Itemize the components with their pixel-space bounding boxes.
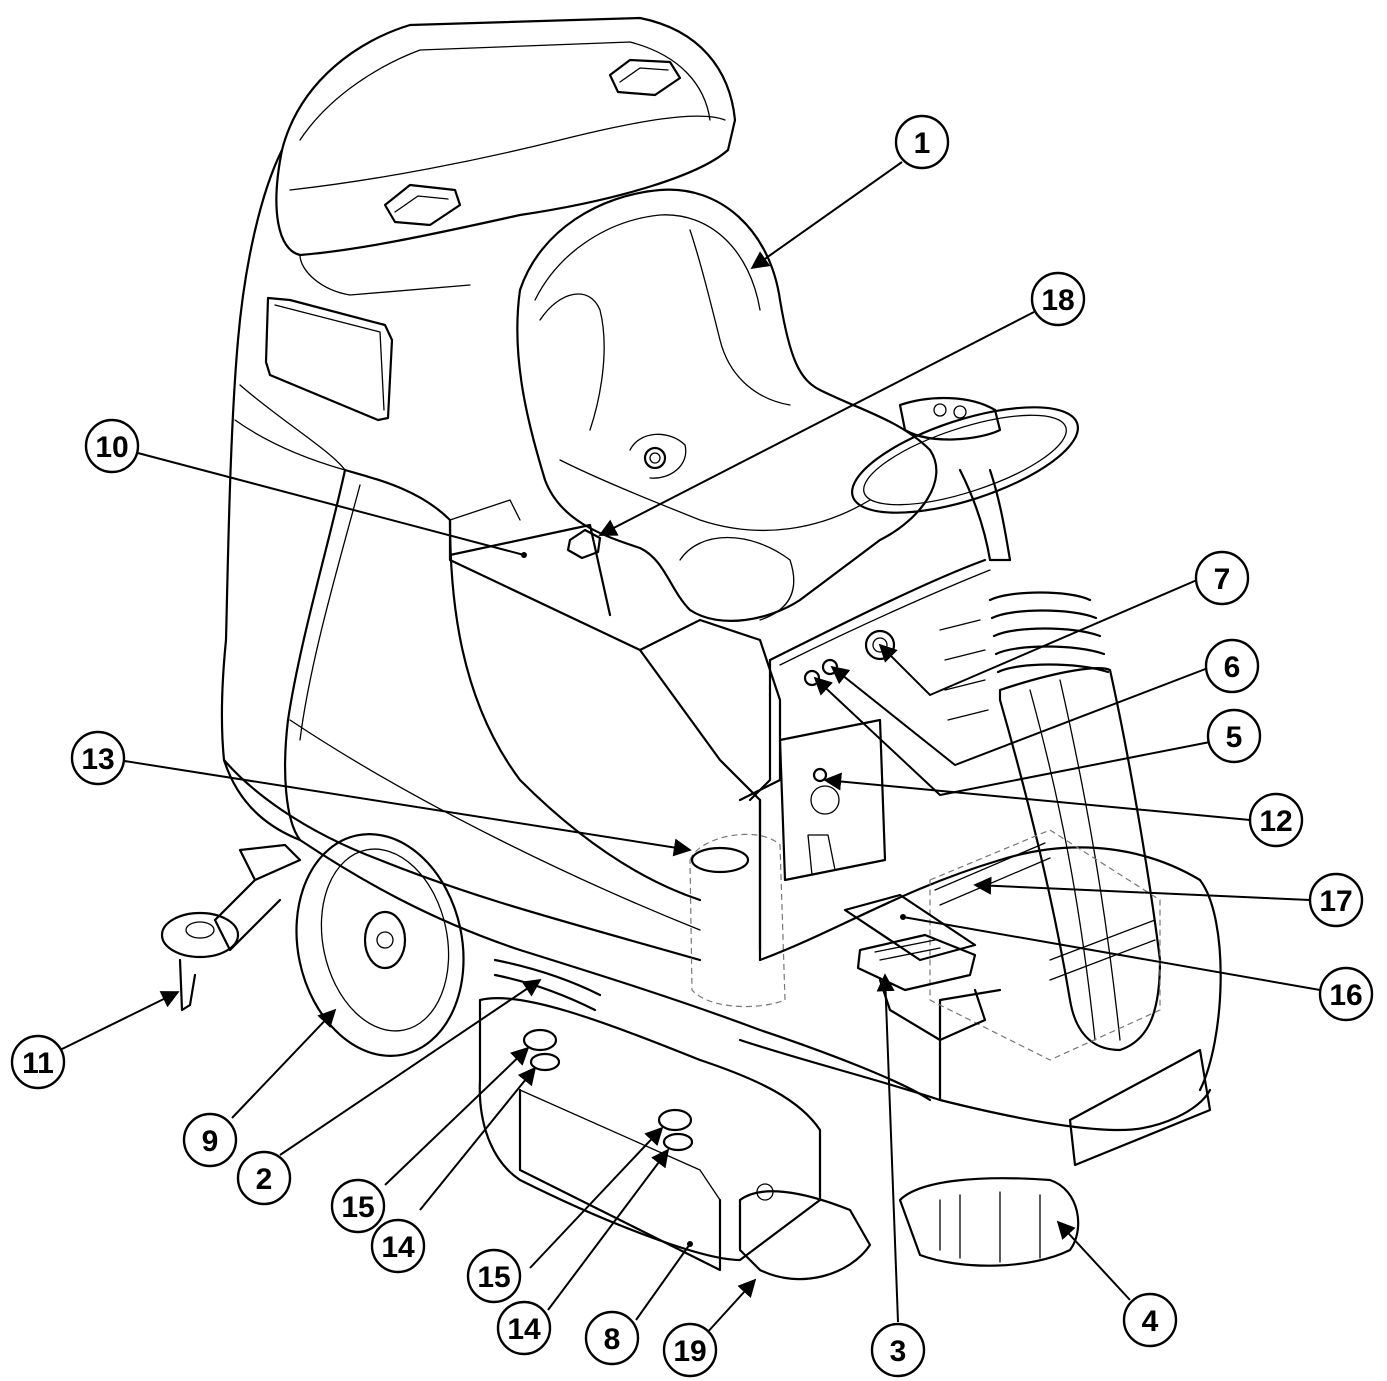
callout-17-label: 17	[1319, 885, 1352, 918]
callout-16-label: 16	[1329, 979, 1362, 1012]
callout-7-label: 7	[1214, 563, 1231, 596]
drive-unit	[898, 1177, 1080, 1267]
leader-18	[598, 311, 1035, 536]
rear-wheel	[295, 833, 465, 1057]
accelerator-pedal	[856, 933, 977, 992]
callout-8: 8	[584, 1310, 640, 1366]
callout-7: 7	[1194, 550, 1250, 606]
leader-13	[117, 759, 692, 857]
steering-wheel	[850, 406, 1080, 514]
leader-19	[704, 1278, 757, 1336]
leader-4	[1056, 1220, 1131, 1301]
callout-14a: 14	[370, 1218, 426, 1274]
leader-16	[902, 916, 1321, 991]
callout-18-label: 18	[1041, 284, 1074, 317]
leader-15b	[529, 1126, 664, 1269]
leader-15a	[384, 1046, 530, 1186]
front-bumper-label	[1068, 1048, 1212, 1167]
callout-11-label: 11	[22, 1047, 54, 1080]
callout-15a-label: 15	[341, 1191, 374, 1224]
callout-4: 4	[1122, 1292, 1178, 1348]
leader-7	[878, 579, 1198, 697]
callout-14a-label: 14	[381, 1231, 415, 1264]
callout-11: 11	[10, 1034, 66, 1090]
callout-5-label: 5	[1226, 721, 1243, 754]
leader-5	[813, 676, 1211, 797]
leader-14a	[419, 1066, 537, 1211]
callout-2: 2	[236, 1150, 292, 1206]
callout-5: 5	[1206, 708, 1262, 764]
callout-6-label: 6	[1224, 651, 1241, 684]
callout-10: 10	[84, 418, 140, 474]
callout-13: 13	[70, 730, 126, 786]
callout-1-label: 1	[914, 127, 931, 160]
brush-deck	[478, 996, 822, 1262]
callout-12: 12	[1248, 792, 1304, 848]
callout-15a: 15	[330, 1178, 386, 1234]
callout-6: 6	[1204, 638, 1260, 694]
callout-16: 16	[1318, 966, 1374, 1022]
callout-3-label: 3	[890, 1335, 907, 1368]
callout-18: 18	[1030, 271, 1086, 327]
callout-12-label: 12	[1259, 805, 1292, 838]
recovery-tank-lid	[275, 16, 737, 257]
callout-9-label: 9	[202, 1125, 219, 1158]
callout-2-label: 2	[256, 1163, 273, 1196]
callout-1: 1	[894, 114, 950, 170]
callout-15b: 15	[466, 1248, 522, 1304]
callout-4-label: 4	[1142, 1305, 1159, 1338]
callout-9: 9	[182, 1112, 238, 1168]
leader-14b	[547, 1148, 670, 1311]
callout-19: 19	[662, 1322, 718, 1378]
squeegee-assembly	[238, 843, 302, 882]
callout-8-label: 8	[604, 1323, 621, 1356]
leader-6	[830, 665, 1209, 767]
leader-9	[231, 1008, 337, 1119]
callout-17: 17	[1308, 872, 1364, 928]
operator-seat	[516, 188, 938, 622]
callout-3: 3	[870, 1322, 926, 1378]
callouts: 1 18 10 7 6 5 13 12 17 16 11 9 2 15 14 1…	[10, 114, 1374, 1378]
callout-19-label: 19	[673, 1335, 706, 1368]
machine-body	[220, 148, 302, 842]
callout-13-label: 13	[81, 743, 114, 776]
side-guard	[738, 1190, 872, 1281]
leader-8	[635, 1243, 691, 1321]
leader-10	[133, 451, 525, 556]
leader-17	[973, 876, 1311, 901]
leader-2	[279, 978, 542, 1156]
leader-11	[59, 991, 180, 1051]
callout-14b-label: 14	[507, 1313, 541, 1346]
leader-3	[876, 973, 899, 1323]
callout-10-label: 10	[95, 431, 128, 464]
callout-14b: 14	[496, 1300, 552, 1356]
callout-15b-label: 15	[477, 1261, 510, 1294]
leader-lines	[59, 161, 1321, 1336]
leader-1	[750, 161, 903, 270]
machine-line-art	[160, 16, 1222, 1281]
leader-12	[823, 772, 1251, 821]
